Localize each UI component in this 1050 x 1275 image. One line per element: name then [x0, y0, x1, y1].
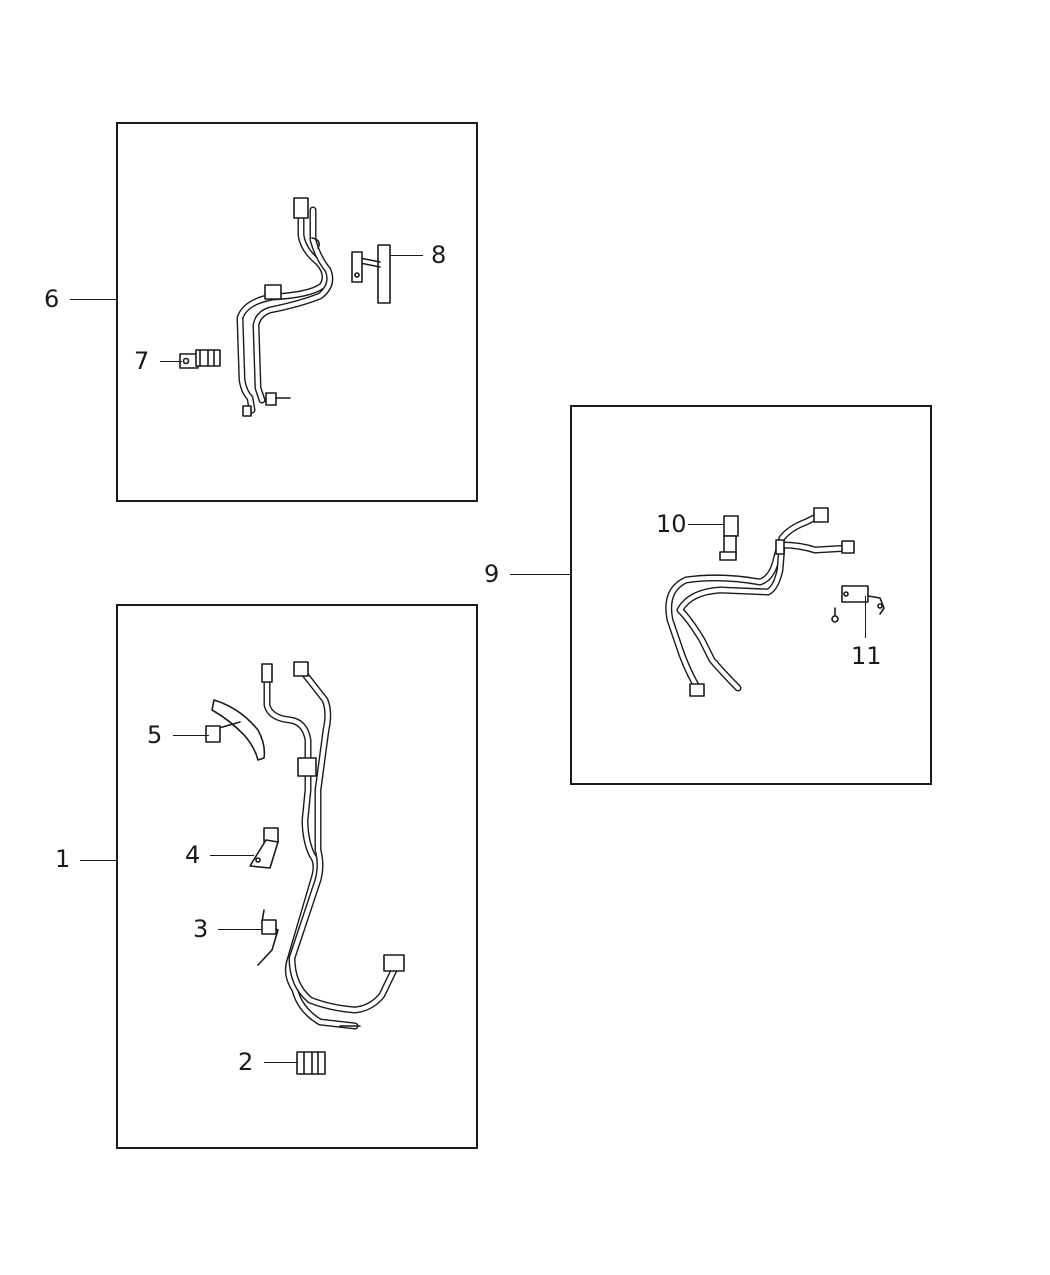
bracket-5 [205, 699, 266, 761]
leader-9 [510, 574, 570, 575]
leader-5 [173, 735, 209, 736]
clip-2 [296, 1051, 326, 1075]
callout-4: 4 [185, 841, 201, 869]
leader-3 [218, 929, 262, 930]
tube-assembly-6 [236, 197, 334, 417]
leader-4 [210, 855, 254, 856]
leader-7 [160, 361, 182, 362]
callout-5: 5 [147, 721, 163, 749]
bracket-4 [249, 827, 279, 869]
leader-8 [390, 255, 423, 256]
tube-assembly-9 [665, 507, 855, 697]
clip-3 [257, 909, 279, 966]
callout-6: 6 [44, 285, 60, 313]
leader-6 [70, 299, 116, 300]
clip-7 [179, 349, 221, 369]
bracket-10 [719, 515, 739, 561]
callout-9: 9 [484, 560, 500, 588]
callout-1: 1 [55, 845, 71, 873]
tube-assembly-1 [261, 661, 405, 1030]
callout-11: 11 [851, 642, 882, 670]
callout-8: 8 [431, 241, 447, 269]
bracket-8 [351, 244, 391, 304]
leader-11 [865, 596, 866, 638]
panel-right [570, 405, 932, 785]
leader-2 [264, 1062, 298, 1063]
callout-2: 2 [238, 1048, 254, 1076]
leader-1 [80, 860, 116, 861]
panel-bottom-left [116, 604, 478, 1149]
callout-10: 10 [656, 510, 687, 538]
bracket-11 [831, 585, 885, 623]
panel-top-left [116, 122, 478, 502]
callout-3: 3 [193, 915, 209, 943]
leader-10 [688, 524, 724, 525]
callout-7: 7 [134, 347, 150, 375]
